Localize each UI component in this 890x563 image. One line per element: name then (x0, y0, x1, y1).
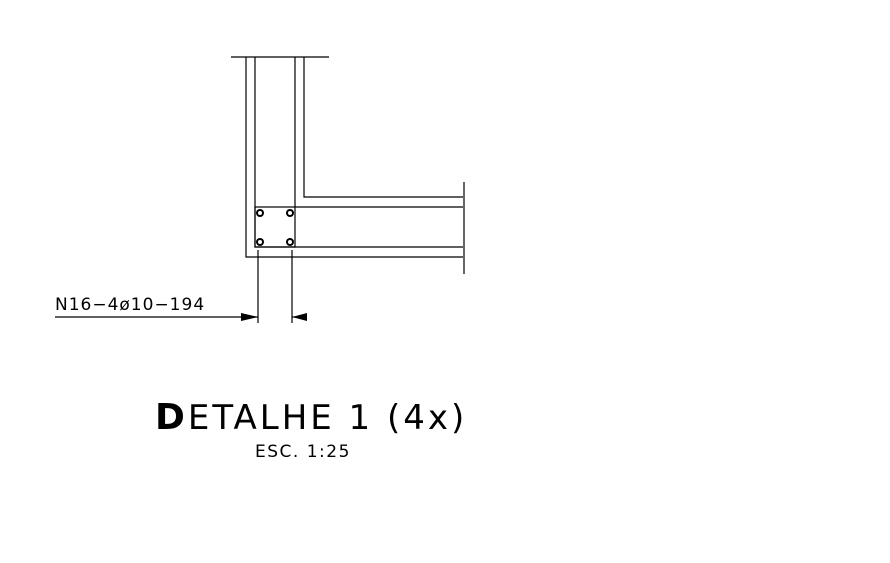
rebar-dot-core (258, 240, 262, 244)
column-rebar-line-right (294, 57, 463, 208)
rebar-dot-core (288, 240, 292, 244)
column-outer-left-edge (245, 57, 463, 258)
column-outer-right-edge (303, 57, 463, 198)
rebar-group (256, 209, 294, 246)
stirrup-box (254, 206, 296, 248)
column-rebar-line-left (254, 57, 463, 248)
rebar-dot-core (288, 211, 292, 215)
leader-arrow-left (241, 313, 258, 321)
detail-title: DETALHE 1 (4x) (155, 397, 467, 438)
detail-title-initial: D (155, 397, 188, 438)
rebar-label: N16−4ø10−194 (55, 295, 205, 315)
rebar-dot-core (258, 211, 262, 215)
detail-title-rest: ETALHE 1 (4x) (188, 398, 467, 438)
scale-label: ESC. 1:25 (255, 442, 351, 462)
